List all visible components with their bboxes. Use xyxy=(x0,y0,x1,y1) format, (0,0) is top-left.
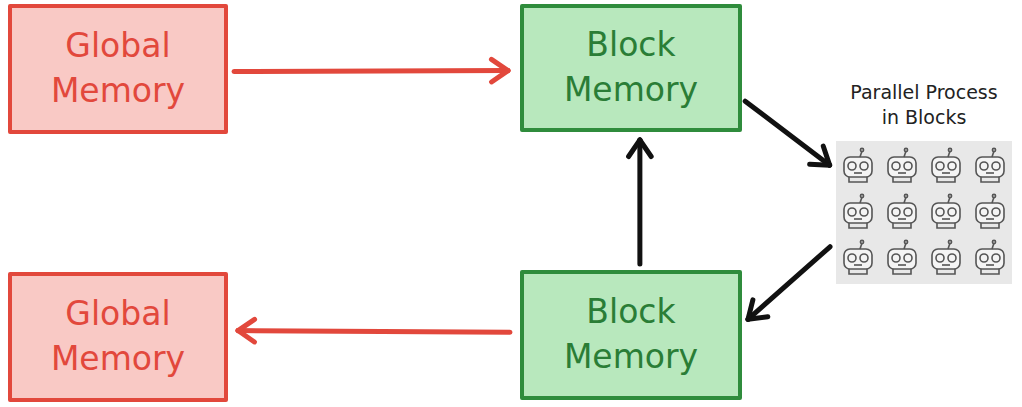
flow-arrow xyxy=(238,319,510,342)
group-heading: Parallel Process in Blocks xyxy=(839,80,1009,129)
global-memory-box: Global Memory xyxy=(8,272,228,402)
box-label: Global Memory xyxy=(23,292,213,381)
box-label: Block Memory xyxy=(536,290,726,379)
global-memory-box: Global Memory xyxy=(8,4,228,134)
block-memory-box: Block Memory xyxy=(520,270,742,400)
flow-arrow xyxy=(745,101,829,165)
flow-arrow xyxy=(629,140,652,264)
block-memory-box: Block Memory xyxy=(520,4,742,132)
parallel-process-group: Parallel Process in Blocks xyxy=(826,80,1022,302)
flow-arrow xyxy=(234,59,508,82)
robot-icons xyxy=(836,141,1012,284)
box-label: Global Memory xyxy=(23,24,213,113)
box-label: Block Memory xyxy=(536,23,726,112)
robot-grid xyxy=(836,141,1012,284)
flow-arrow xyxy=(748,247,830,320)
